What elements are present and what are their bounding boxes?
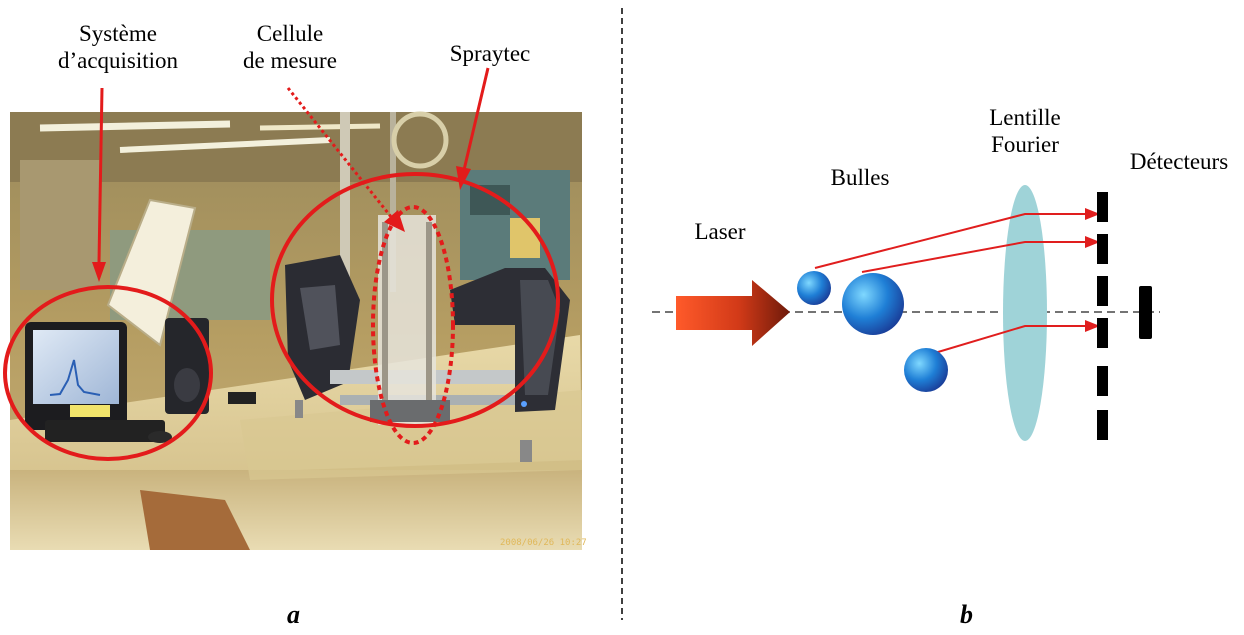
- label-cell-line2: de mesure: [243, 48, 337, 73]
- central-detector: [1139, 286, 1152, 339]
- annotation-overlay: [3, 67, 560, 461]
- bubble-small: [797, 271, 831, 305]
- acquisition-circle: [3, 285, 213, 461]
- cell-dotted-circle: [371, 205, 455, 445]
- fourier-lens: [1003, 185, 1047, 441]
- scattered-beam-1: [814, 213, 1085, 269]
- label-spraytec: Spraytec: [449, 41, 531, 66]
- label-acquisition-line2: d’acquisition: [57, 48, 179, 73]
- laser-arrow: [676, 280, 790, 346]
- panel-letter-b: b: [960, 600, 973, 629]
- optics-diagram: [652, 185, 1160, 441]
- label-lens: Lentille Fourier: [965, 104, 1085, 158]
- label-detectors: Détecteurs: [1129, 149, 1229, 174]
- scattered-beam-2: [861, 241, 1085, 273]
- label-acquisition-line1: Système: [79, 21, 157, 46]
- spraytec-arrow: [462, 67, 490, 171]
- bubble-large: [842, 273, 904, 335]
- label-acquisition: Système d’acquisition: [48, 20, 188, 74]
- spraytec-circle: [270, 172, 560, 428]
- cell-dotted-arrow: [286, 87, 394, 219]
- label-lens-line1: Lentille: [989, 105, 1061, 130]
- photo-timestamp: 2008/06/26 10:27: [500, 538, 587, 548]
- label-cell-line1: Cellule: [256, 21, 324, 46]
- acquisition-arrow: [97, 87, 104, 263]
- label-cell: Cellule de mesure: [225, 20, 355, 74]
- lab-photo: [10, 111, 582, 550]
- label-laser: Laser: [694, 219, 746, 244]
- label-lens-line2: Fourier: [991, 132, 1059, 157]
- bubble-lower: [904, 348, 948, 392]
- scattered-beam-3: [927, 325, 1085, 356]
- label-bubbles: Bulles: [830, 165, 890, 190]
- panel-letter-a: a: [287, 600, 300, 629]
- detector-array: [1097, 192, 1108, 440]
